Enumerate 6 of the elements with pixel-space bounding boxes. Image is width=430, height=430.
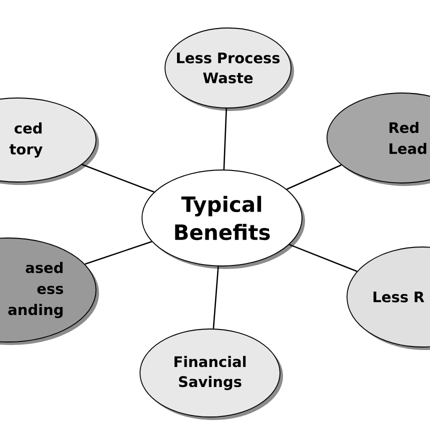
connector-line (223, 108, 228, 170)
connector-line (212, 266, 219, 329)
connector-line (84, 241, 152, 265)
connector-line (289, 244, 358, 272)
connector-line (286, 164, 342, 190)
connector-line (82, 164, 154, 193)
